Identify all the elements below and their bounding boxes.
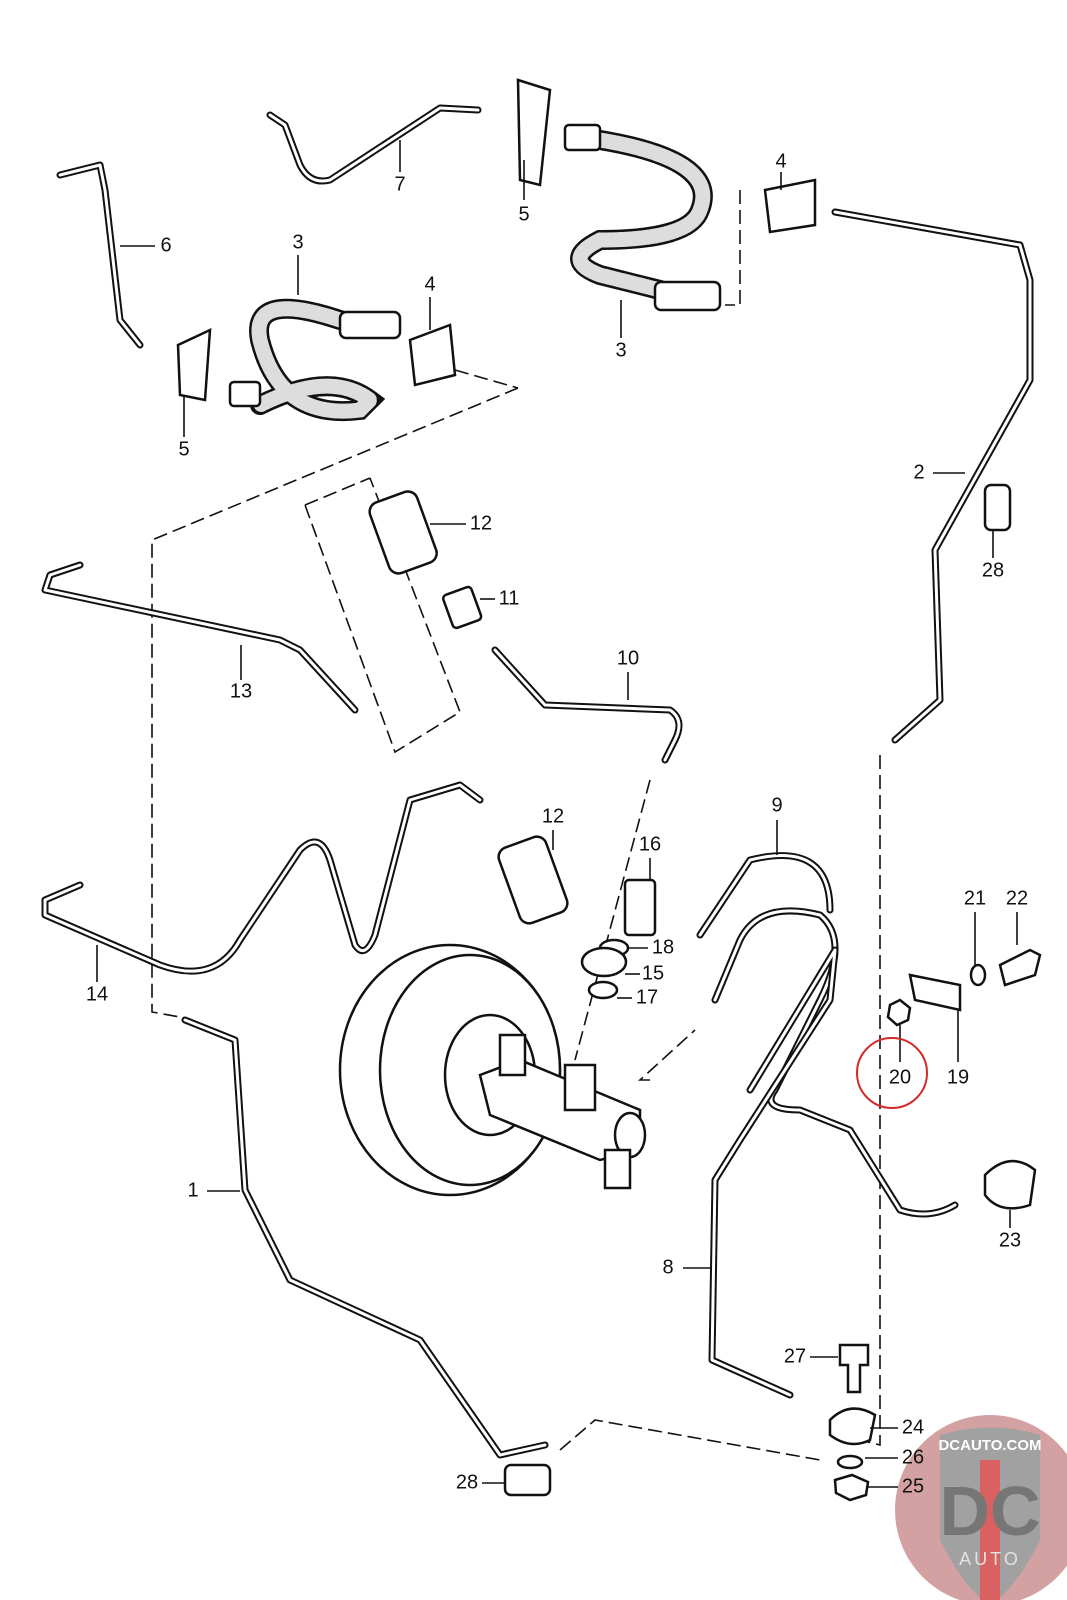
washer-21 [969, 963, 987, 987]
bolt-22 [998, 948, 1042, 987]
nut-25 [833, 1473, 870, 1502]
hose-3-right [570, 130, 713, 300]
part-label-11: 11 [498, 587, 520, 610]
part-label-13: 13 [229, 680, 253, 703]
svg-text:DCAUTO.COM: DCAUTO.COM [938, 1437, 1041, 1454]
part-label-21: 21 [963, 887, 987, 910]
part-label-5: 5 [178, 438, 190, 461]
pipe-2 [831, 208, 1034, 744]
pipe-8 [708, 946, 839, 1399]
leader-lines [96, 140, 1018, 1488]
part-label-9: 9 [771, 794, 783, 817]
sleeve-28-bottom [503, 1463, 552, 1497]
part-label-5: 5 [518, 203, 530, 226]
part-label-15: 15 [641, 962, 665, 985]
part-label-3: 3 [292, 231, 304, 254]
svg-text:DC: DC [939, 1472, 1040, 1550]
part-label-4: 4 [424, 273, 436, 296]
part-label-14: 14 [85, 983, 109, 1006]
part-label-1: 1 [187, 1179, 199, 1202]
brake-booster [338, 943, 562, 1197]
svg-text:AUTO: AUTO [959, 1549, 1021, 1569]
part-label-12: 12 [541, 805, 565, 828]
part-label-3: 3 [615, 339, 627, 362]
part-label-4: 4 [775, 150, 787, 173]
part-label-27: 27 [783, 1345, 807, 1368]
pipe-1 [181, 1016, 549, 1459]
part-label-17: 17 [635, 986, 659, 1009]
switch-12-top [368, 490, 438, 575]
hose-3-left [249, 298, 386, 422]
part-label-12: 12 [469, 512, 493, 535]
pipe-7 [266, 104, 482, 185]
nut-20 [886, 998, 912, 1027]
part-label-8: 8 [662, 1256, 674, 1279]
part-label-22: 22 [1005, 887, 1029, 910]
part-label-24: 24 [901, 1416, 925, 1439]
part-label-6: 6 [160, 234, 172, 257]
pipe-6 [56, 161, 144, 349]
adapter-11 [441, 585, 483, 630]
bolt-16 [623, 878, 657, 937]
clip-19 [908, 973, 962, 1012]
group-dash-box [304, 477, 461, 754]
washer-26 [836, 1454, 864, 1470]
part-label-28: 28 [981, 559, 1005, 582]
part-label-28: 28 [455, 1471, 479, 1494]
part-label-20-highlighted[interactable]: 20 [888, 1066, 912, 1089]
switch-12-bottom [497, 835, 569, 925]
part-label-7: 7 [394, 173, 406, 196]
part-label-25: 25 [901, 1475, 925, 1498]
pipe-10 [491, 646, 683, 764]
pipe-9 [696, 852, 959, 1218]
distributor-24 [828, 1407, 877, 1446]
part-label-19: 19 [946, 1066, 970, 1089]
union-23 [983, 1160, 1037, 1210]
part-label-18: 18 [651, 936, 675, 959]
master-cylinder [478, 1033, 647, 1190]
dcauto-watermark-logo: DCAUTO.COM DC AUTO [895, 1415, 1067, 1600]
part-label-26: 26 [901, 1446, 925, 1469]
bolt-27 [838, 1343, 870, 1394]
group-dash-line [151, 387, 519, 1019]
highlight-circle [856, 1037, 928, 1109]
part-label-23: 23 [998, 1229, 1022, 1252]
part-label-16: 16 [638, 833, 662, 856]
part-label-10: 10 [616, 647, 640, 670]
pipe-13 [41, 561, 359, 714]
pipe-14 [41, 781, 484, 975]
part-label-2: 2 [913, 461, 925, 484]
sleeve-28-top [983, 483, 1012, 532]
